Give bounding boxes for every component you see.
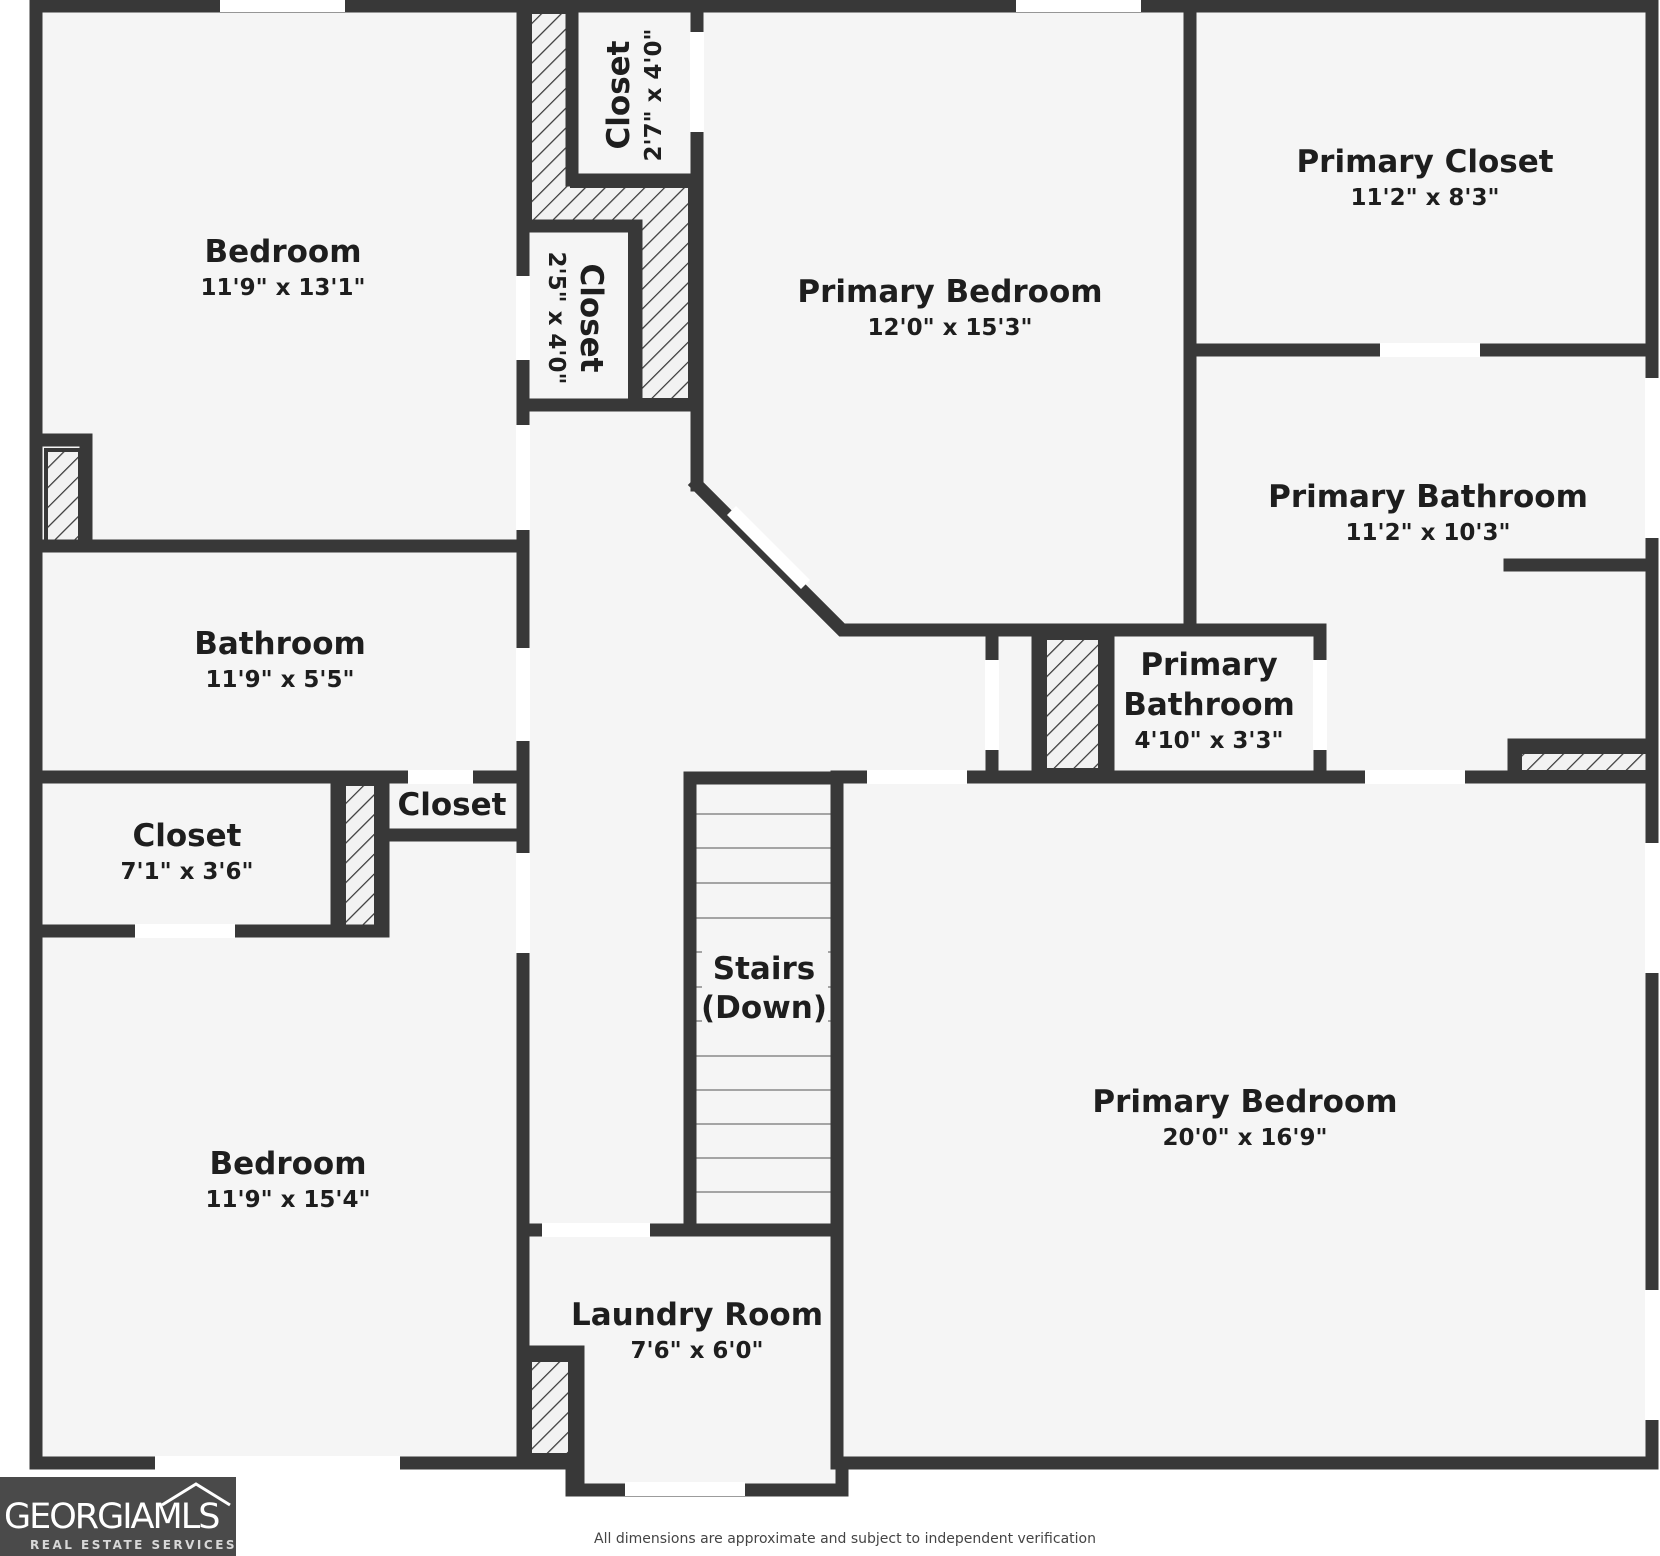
- room-primary-bedroom-upper: Primary Bedroom 12'0" x 15'3": [797, 274, 1102, 341]
- room-dimensions: 12'0" x 15'3": [868, 315, 1033, 341]
- room-label: Closet: [398, 787, 507, 823]
- room-bedroom-2: Bedroom 11'9" x 15'4": [206, 1146, 371, 1213]
- room-closet-small: Closet: [398, 787, 507, 823]
- openings: [135, 0, 1659, 1496]
- room-stairs: Stairs (Down): [701, 950, 828, 1026]
- floor-area: [36, 6, 1652, 1463]
- room-primary-closet: Primary Closet 11'2" x 8'3": [1296, 144, 1553, 211]
- room-dimensions: 7'6" x 6'0": [631, 1338, 764, 1364]
- disclaimer-text: All dimensions are approximate and subje…: [594, 1531, 1096, 1547]
- room-dimensions: 11'2" x 10'3": [1346, 520, 1511, 546]
- room-label: Bedroom: [204, 234, 361, 270]
- room-primary-bathroom-large: Primary Bathroom 11'2" x 10'3": [1268, 479, 1588, 546]
- room-label: Laundry Room: [571, 1297, 823, 1333]
- room-label: Primary Bedroom: [1092, 1084, 1397, 1120]
- room-dimensions: 4'10" x 3'3": [1135, 728, 1284, 754]
- room-primary-bedroom-lower: Primary Bedroom 20'0" x 16'9": [1092, 1084, 1397, 1151]
- room-label: Closet: [573, 264, 609, 373]
- room-label-line1: Primary: [1140, 647, 1277, 683]
- room-label-line2: (Down): [701, 990, 827, 1026]
- room-label-line1: Stairs: [713, 951, 815, 987]
- room-dimensions: 7'1" x 3'6": [121, 859, 254, 885]
- room-label: Primary Bathroom: [1268, 479, 1588, 515]
- room-closet-top: Closet 2'7" x 4'0": [601, 29, 667, 162]
- room-dimensions: 11'2" x 8'3": [1351, 185, 1500, 211]
- room-laundry-room: Laundry Room 7'6" x 6'0": [571, 1297, 823, 1364]
- room-dimensions: 20'0" x 16'9": [1163, 1125, 1328, 1151]
- room-label-line2: Bathroom: [1123, 687, 1295, 723]
- logo-wordmark: GEORGIAMLS: [4, 1497, 220, 1537]
- stairs-label-backdrop: [702, 950, 828, 1026]
- room-dimensions: 11'9" x 15'4": [206, 1187, 371, 1213]
- georgia-mls-logo: GEORGIAMLS REAL ESTATE SERVICES: [0, 1477, 236, 1556]
- room-closet-middle: Closet 2'5" x 4'0": [543, 252, 609, 385]
- room-label: Closet: [601, 40, 637, 149]
- room-closet-left: Closet 7'1" x 3'6": [121, 818, 254, 885]
- room-label: Bedroom: [209, 1146, 366, 1182]
- room-bathroom: Bathroom 11'9" x 5'5": [194, 626, 366, 693]
- room-label: Bathroom: [194, 626, 366, 662]
- room-dimensions: 2'5" x 4'0": [543, 252, 569, 385]
- room-dimensions: 11'9" x 13'1": [201, 275, 366, 301]
- room-dimensions: 2'7" x 4'0": [641, 29, 667, 162]
- room-label: Primary Closet: [1296, 144, 1553, 180]
- logo-tagline: REAL ESTATE SERVICES: [30, 1538, 238, 1552]
- room-primary-bathroom-small: Primary Bathroom 4'10" x 3'3": [1123, 647, 1295, 754]
- room-label: Closet: [133, 818, 242, 854]
- house-roof-icon: [161, 1482, 231, 1507]
- room-bedroom-1: Bedroom 11'9" x 13'1": [201, 234, 366, 301]
- room-dimensions: 11'9" x 5'5": [206, 667, 355, 693]
- room-label: Primary Bedroom: [797, 274, 1102, 310]
